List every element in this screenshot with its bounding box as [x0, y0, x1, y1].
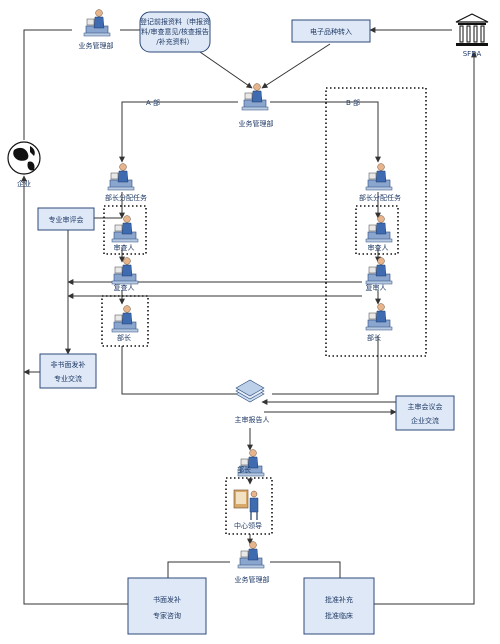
person-at-desk-icon: [237, 541, 265, 569]
branch-a-label: A 部: [146, 98, 160, 107]
chief-reviewer-node: 主审报告人: [235, 379, 270, 424]
edge-a-to-chief: [121, 346, 238, 395]
nonform-supplement-line-1: 非书面发补: [51, 360, 86, 369]
written-supplement-shape: [127, 577, 207, 635]
ops-bottom-label: 业务管理部: [235, 575, 270, 584]
person-at-desk-icon: [241, 83, 269, 111]
minister-c-node: 部长: [237, 449, 265, 477]
register-box-shape: [139, 11, 211, 53]
written-supplement-box: 书面发补 专家咨询: [127, 577, 207, 635]
branch-b-reviewer2-node: 复审人: [365, 257, 393, 292]
branch-b-reviewer-dotted-frame: [355, 205, 399, 255]
chief-meeting-box: 主审会议会 企业交流: [395, 395, 455, 431]
approval-line-1: 批准补充: [325, 595, 353, 604]
edge-enterprise-to-ops-top: [23, 29, 72, 140]
minister-c-label: 部长: [237, 465, 251, 474]
ops-bottom-node: 业务管理部: [235, 541, 270, 584]
person-at-desk-icon: [111, 257, 139, 285]
edge-register-to-ops-center: [199, 51, 253, 89]
connectors: [21, 27, 477, 605]
branch-b-label: B 部: [346, 98, 360, 107]
center-leader-dotted-frame: [225, 477, 273, 535]
register-box-line-2: 料/审查意见/核查报告: [141, 27, 209, 36]
edge-ops-to-branch-b: [270, 101, 381, 163]
branch-b-minister-label: 部长: [367, 333, 381, 342]
edge-approval-to-sfda: [374, 51, 477, 605]
ops-top-node: 业务管理部: [79, 9, 114, 50]
register-box-line-1: 登记前报资料（申报资: [140, 17, 210, 26]
presenter-board-icon: [233, 489, 259, 520]
electronic-transfer-shape: [291, 19, 371, 43]
person-at-desk-icon: [111, 305, 139, 333]
branch-a-reviewer-node: 审查人: [111, 215, 139, 252]
chief-reviewer-label: 主审报告人: [235, 415, 270, 424]
branch-b-task-label: 部长分配任务: [359, 193, 401, 202]
approval-box: 批准补充 批准临床: [303, 577, 375, 635]
branch-a-minister-label: 部长: [117, 333, 131, 342]
chief-meeting-line-1: 主审会议会: [408, 402, 443, 411]
edge-written-to-enterprise: [21, 175, 128, 605]
person-at-desk-icon: [365, 257, 393, 285]
branch-b-reviewer-node: 审查人: [365, 215, 393, 252]
branch-a-reviewer-dotted-frame: [103, 205, 147, 255]
approval-line-2: 批准临床: [325, 611, 353, 620]
edge-ops-to-branch-a: [119, 101, 238, 163]
sfda-label: SFDA: [463, 50, 482, 58]
ops-top-label: 业务管理部: [79, 41, 114, 50]
branch-b-task-node: 部长分配任务: [359, 163, 401, 202]
edge-ops-to-approval: [270, 561, 341, 578]
branch-a-reviewer2-node: 复查人: [111, 257, 139, 292]
branch-a-reviewer2-label: 复查人: [114, 283, 135, 292]
branch-b-reviewer2-label: 复审人: [366, 283, 387, 292]
nonform-supplement-box: 非书面发补 专业交流: [39, 353, 97, 389]
center-leader-label: 中心领导: [234, 521, 262, 530]
enterprise-label: 企业: [17, 179, 31, 188]
written-supplement-line-1: 书面发补: [153, 595, 181, 604]
branch-a-task-node: 部长分配任务: [105, 163, 147, 202]
chief-meeting-line-2: 企业交流: [411, 416, 439, 425]
electronic-transfer-box: 电子品种转入: [291, 19, 371, 43]
person-at-desk-icon: [107, 163, 135, 191]
edge-electronic-to-ops-center: [261, 43, 331, 89]
edge-b-to-chief: [272, 336, 379, 395]
center-leader-node: 中心领导: [233, 489, 262, 530]
person-at-desk-icon: [365, 163, 393, 191]
person-at-desk-icon: [83, 9, 111, 37]
branch-a-task-label: 部长分配任务: [105, 193, 147, 202]
chief-meeting-shape: [395, 395, 455, 431]
ops-center-node: 业务管理部: [239, 83, 274, 128]
globe-icon: [7, 141, 41, 175]
person-at-desk-icon: [365, 215, 393, 243]
approval-shape: [303, 577, 375, 635]
expert-review-shape: [37, 207, 95, 231]
government-building-icon: [455, 13, 489, 46]
enterprise-node: 企业: [7, 141, 41, 188]
expert-review-label: 专业审评会: [49, 215, 84, 224]
document-stack-icon: [235, 379, 265, 403]
register-box: 登记前报资料（申报资 料/审查意见/核查报告 /补充资料）: [139, 11, 211, 53]
edge-ops-to-written: [167, 561, 230, 578]
electronic-transfer-label: 电子品种转入: [310, 27, 352, 36]
person-at-desk-icon: [365, 303, 393, 331]
nonform-supplement-line-2: 专业交流: [54, 374, 82, 383]
nonform-supplement-shape: [39, 353, 97, 389]
branch-a-minister-node: 部长: [111, 305, 139, 342]
written-supplement-line-2: 专家咨询: [153, 611, 181, 620]
expert-review-box: 专业审评会: [37, 207, 95, 231]
ops-center-label: 业务管理部: [239, 119, 274, 128]
branch-b-reviewer-label: 审查人: [368, 243, 389, 252]
branch-b-minister-node: 部长: [365, 303, 393, 342]
branch-a-reviewer-label: 审查人: [114, 243, 135, 252]
sfda-node: SFDA: [455, 13, 489, 58]
person-at-desk-icon: [111, 215, 139, 243]
register-box-line-3: /补充资料）: [156, 37, 193, 46]
